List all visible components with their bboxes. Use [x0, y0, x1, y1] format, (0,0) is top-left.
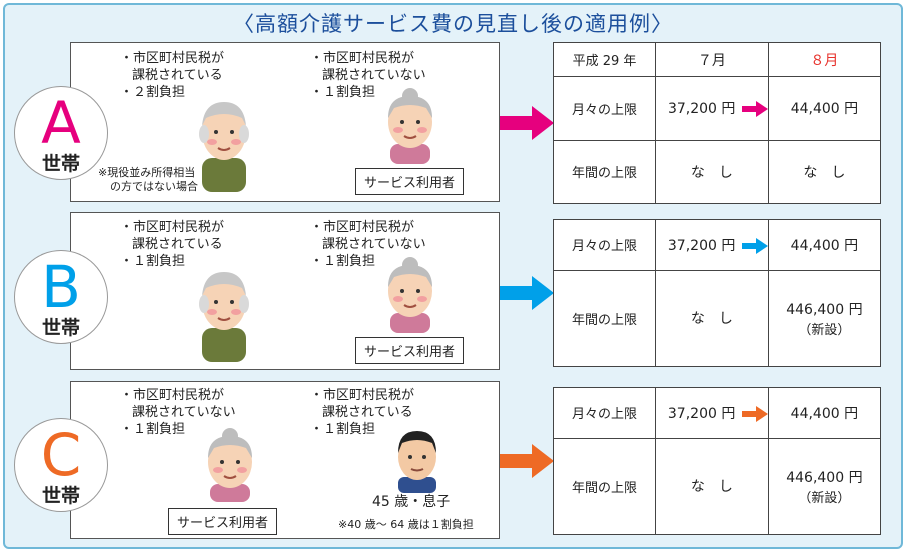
header-year: 平成 29 年 [553, 42, 656, 77]
c-left-note-1: ・市区町村民税が [120, 388, 225, 403]
household-a-sub: 世帯 [41, 153, 80, 175]
household-c-letter: C [40, 421, 82, 489]
table-b-monthly-row: 月々の上限 37,200 円 44,400 円 [553, 219, 882, 271]
a-left-note-1: ・市区町村民税が [120, 51, 225, 66]
b-monthly-before: 37,200 円 [667, 237, 736, 254]
table-a-header-row: 平成 29 年 ７月 ８月 [553, 42, 882, 77]
c-right-note-1: ・市区町村民税が [310, 388, 415, 403]
c-son-label: 45 歳・息子 [372, 494, 451, 510]
b-left-note-3: ・１割負担 [120, 254, 186, 269]
household-b-letter: B [41, 253, 81, 321]
grandmother-b-illustration [388, 257, 432, 333]
b-annual-label: 年間の上限 [553, 269, 656, 368]
household-c-badge: C 世帯 [14, 418, 108, 512]
a-left-notes: ・市区町村民税が 課税されている ・２割負担 [120, 50, 224, 101]
c-annual-label: 年間の上限 [553, 437, 656, 536]
b-annual-after: 446,400 円 [786, 301, 863, 318]
page-title: 〈高額介護サービス費の見直し後の適用例〉 [233, 12, 673, 36]
grandfather-a-illustration [199, 102, 249, 192]
c-son-note: ※40 歳～ 64 歳は１割負担 [338, 518, 474, 531]
b-left-notes: ・市区町村民税が 課税されている ・１割負担 [120, 219, 224, 270]
household-c-sub: 世帯 [41, 485, 80, 507]
table-b-annual-row: 年間の上限 な し 446,400 円 （新設） [553, 269, 882, 368]
grandfather-b-illustration [199, 272, 249, 362]
c-monthly-before-cell: 37,200 円 [654, 387, 769, 439]
table-a-monthly-row: 月々の上限 37,200 円 44,400 円 [553, 76, 882, 141]
a-monthly-after: 44,400 円 [767, 76, 882, 141]
b-left-note-1: ・市区町村民税が [120, 220, 225, 235]
b-annual-before: な し [654, 269, 769, 368]
table-c: 月々の上限 37,200 円 44,400 円 年間の上限 な し 446,40… [553, 387, 882, 536]
grandmother-a-illustration [388, 88, 432, 164]
a-monthly-before: 37,200 円 [667, 101, 736, 118]
c-monthly-before: 37,200 円 [667, 405, 736, 422]
a-right-note-1: ・市区町村民税が [310, 51, 415, 66]
table-c-annual-row: 年間の上限 な し 446,400 円 （新設） [553, 437, 882, 536]
c-right-notes: ・市区町村民税が 課税されている ・１割負担 [310, 387, 414, 438]
c-monthly-label: 月々の上限 [553, 387, 656, 439]
b-right-note-2: 課税されていない [322, 237, 426, 252]
a-right-note-2: 課税されていない [322, 68, 426, 83]
a-footnote-1: ※現役並み所得相当 [98, 166, 196, 179]
household-a-letter: A [41, 89, 81, 157]
arrow-b-icon [500, 276, 554, 310]
a-annual-label: 年間の上限 [553, 139, 656, 204]
arrow-c-icon [500, 444, 554, 478]
household-b-sub: 世帯 [41, 317, 80, 339]
son-c-illustration [398, 431, 436, 493]
c-left-note-2: 課税されていない [132, 405, 236, 420]
header-before: ７月 [654, 42, 769, 77]
c-left-notes: ・市区町村民税が 課税されていない ・１割負担 [120, 387, 236, 438]
c-right-note-2: 課税されている [322, 405, 413, 420]
b-inline-arrow-icon [741, 237, 768, 254]
b-left-note-2: 課税されている [132, 237, 223, 252]
a-left-note-3: ・２割負担 [120, 85, 186, 100]
arrow-a-icon [500, 106, 554, 140]
a-right-note-3: ・１割負担 [310, 85, 376, 100]
grandmother-c-illustration [208, 428, 252, 502]
b-right-notes: ・市区町村民税が 課税されていない ・１割負担 [310, 219, 426, 270]
c-annual-after: 446,400 円 [786, 469, 863, 486]
b-monthly-before-cell: 37,200 円 [654, 219, 769, 271]
a-monthly-label: 月々の上限 [553, 76, 656, 141]
a-user-label: サービス利用者 [355, 168, 465, 195]
household-a-badge: A 世帯 [14, 86, 108, 180]
table-c-monthly-row: 月々の上限 37,200 円 44,400 円 [553, 387, 882, 439]
a-footnote-2: の方ではない場合 [110, 180, 198, 193]
header-after: ８月 [767, 42, 882, 77]
a-right-notes: ・市区町村民税が 課税されていない ・１割負担 [310, 50, 426, 101]
c-right-note-3: ・１割負担 [310, 422, 376, 437]
a-annual-after: な し [767, 139, 882, 204]
c-monthly-after: 44,400 円 [767, 387, 882, 439]
b-user-label: サービス利用者 [355, 337, 465, 364]
a-footnote: ※現役並み所得相当 の方ではない場合 [98, 166, 198, 194]
table-a: 平成 29 年 ７月 ８月 月々の上限 37,200 円 44,400 円 年間… [553, 42, 882, 204]
b-right-note-3: ・１割負担 [310, 254, 376, 269]
household-b-badge: B 世帯 [14, 250, 108, 344]
a-inline-arrow-icon [741, 101, 768, 118]
c-annual-after-note: （新設） [798, 490, 851, 506]
b-monthly-after: 44,400 円 [767, 219, 882, 271]
c-user-label: サービス利用者 [168, 508, 278, 535]
c-inline-arrow-icon [741, 405, 768, 422]
a-annual-before: な し [654, 139, 769, 204]
a-monthly-before-cell: 37,200 円 [654, 76, 769, 141]
b-annual-after-note: （新設） [798, 322, 851, 338]
c-annual-after-cell: 446,400 円 （新設） [767, 437, 882, 536]
b-annual-after-cell: 446,400 円 （新設） [767, 269, 882, 368]
a-left-note-2: 課税されている [132, 68, 223, 83]
c-left-note-3: ・１割負担 [120, 422, 186, 437]
b-right-note-1: ・市区町村民税が [310, 220, 415, 235]
table-b: 月々の上限 37,200 円 44,400 円 年間の上限 な し 446,40… [553, 219, 882, 368]
b-monthly-label: 月々の上限 [553, 219, 656, 271]
table-a-annual-row: 年間の上限 な し な し [553, 139, 882, 204]
c-annual-before: な し [654, 437, 769, 536]
